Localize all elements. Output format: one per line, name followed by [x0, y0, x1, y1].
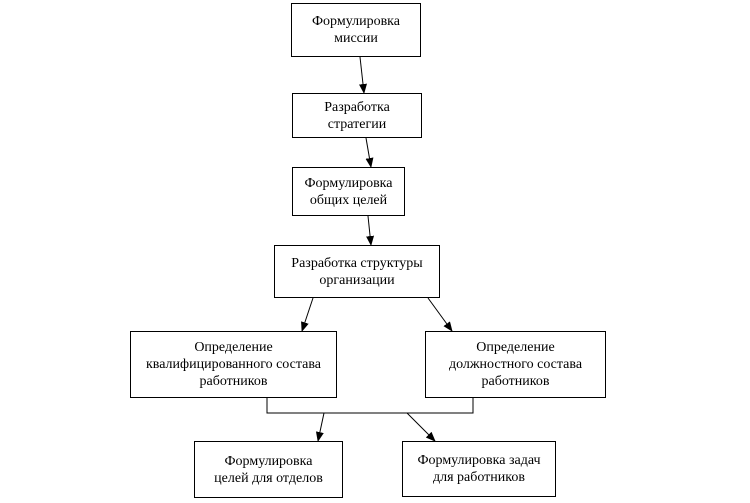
box-goals: Формулировка общих целей: [292, 167, 405, 216]
box-dept-goals-label: Формулировка целей для отделов: [214, 453, 323, 486]
box-structure-label: Разработка структуры организации: [291, 255, 423, 288]
arrow-structure-positions: [427, 297, 453, 332]
box-qualified-label: Определение квалифицированного состава р…: [145, 340, 322, 389]
arrow-goals-structure: [366, 215, 375, 246]
box-mission: Формулировка миссии: [291, 3, 421, 57]
box-strategy: Разработка стратегии: [292, 93, 422, 138]
box-structure: Разработка структуры организации: [274, 245, 440, 298]
box-strategy-label: Разработка стратегии: [324, 99, 390, 132]
connector-merge: [266, 398, 474, 414]
box-mission-label: Формулировка миссии: [312, 14, 400, 46]
arrow-merge-dept-goals: [315, 412, 325, 442]
box-qualified: Определение квалифицированного состава р…: [130, 331, 337, 398]
box-goals-label: Формулировка общих целей: [304, 175, 393, 208]
box-worker-tasks-label: Формулировка задач для работников: [417, 453, 541, 485]
box-dept-goals: Формулировка целей для отделов: [194, 441, 343, 498]
arrow-structure-qualified: [301, 297, 314, 332]
arrow-strategy-goals: [365, 137, 374, 168]
arrow-mission-strategy: [359, 56, 367, 94]
box-worker-tasks: Формулировка задач для работников: [402, 441, 556, 497]
box-positions: Определение должностного состава работни…: [425, 331, 606, 398]
arrow-merge-worker-tasks: [406, 412, 436, 442]
box-positions-label: Определение должностного состава работни…: [448, 340, 583, 389]
